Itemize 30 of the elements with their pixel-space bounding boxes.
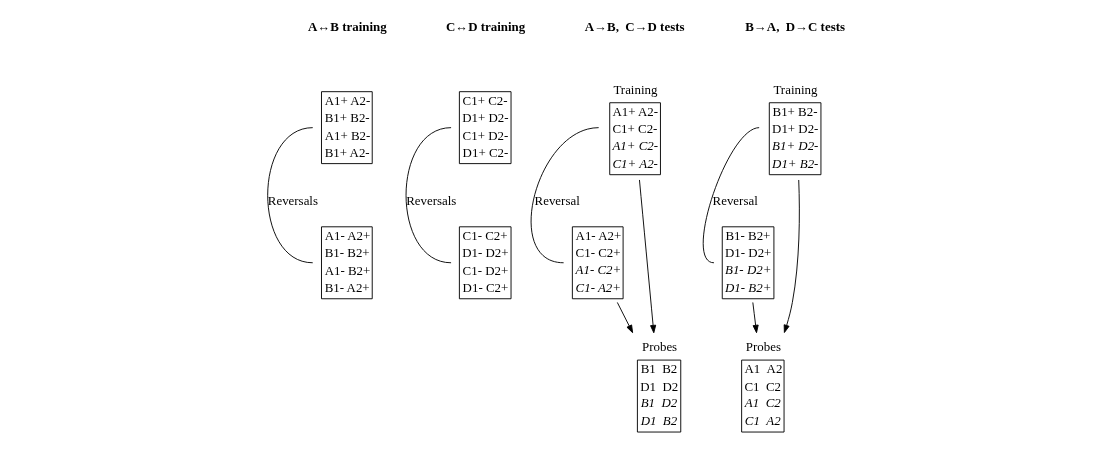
connector [530, 127, 600, 264]
arrow [783, 179, 800, 333]
edge-label: Reversals [406, 192, 457, 208]
label: C↔D training [446, 18, 526, 34]
node-box: A1- A2+ C1- C2+ A1- C2+ C1- A2+ [571, 226, 624, 300]
label: A↔B training [308, 18, 387, 34]
node-box: A1 A2 C1 C2 A1 C2 C1 A2 [741, 359, 785, 433]
connector [267, 127, 314, 264]
node-box: C1- C2+ D1- D2+ C1- D2+ D1- C2+ [458, 226, 512, 300]
node-label: Training [773, 81, 818, 97]
node-label: Probes [745, 339, 781, 355]
arrow [639, 179, 657, 334]
label: B→A, D→C tests [745, 18, 845, 34]
node-box: A1+ A2- C1+ C2- A1+ C2- C1+ A2- [609, 102, 661, 176]
node-label: Probes [642, 339, 678, 355]
connector [702, 127, 760, 264]
node-box: A1+ A2- B1+ B2- A1+ B2- B1+ A2- [321, 91, 373, 165]
edge-label: Reversal [534, 192, 580, 208]
label: A→B, C→D tests [584, 18, 685, 34]
node-box: B1+ B2- D1+ D2- B1+ D2- D1+ B2- [768, 102, 822, 176]
edge-label: Reversal [712, 192, 758, 208]
node-box: C1+ C2- D1+ D2- C1+ D2- D1+ C2- [458, 91, 512, 165]
node-box: B1 B2 D1 D2 B1 D2 D1 B2 [636, 359, 682, 433]
connector [405, 127, 452, 264]
arrow [616, 302, 634, 334]
node-box: A1- A2+ B1- B2+ A1- B2+ B1- A2+ [321, 226, 373, 300]
edge-label: Reversals [267, 192, 318, 208]
node-box: B1- B2+ D1- D2+ B1- D2+ D1- B2+ [721, 226, 775, 300]
arrow [752, 302, 759, 334]
node-label: Training [613, 81, 658, 97]
